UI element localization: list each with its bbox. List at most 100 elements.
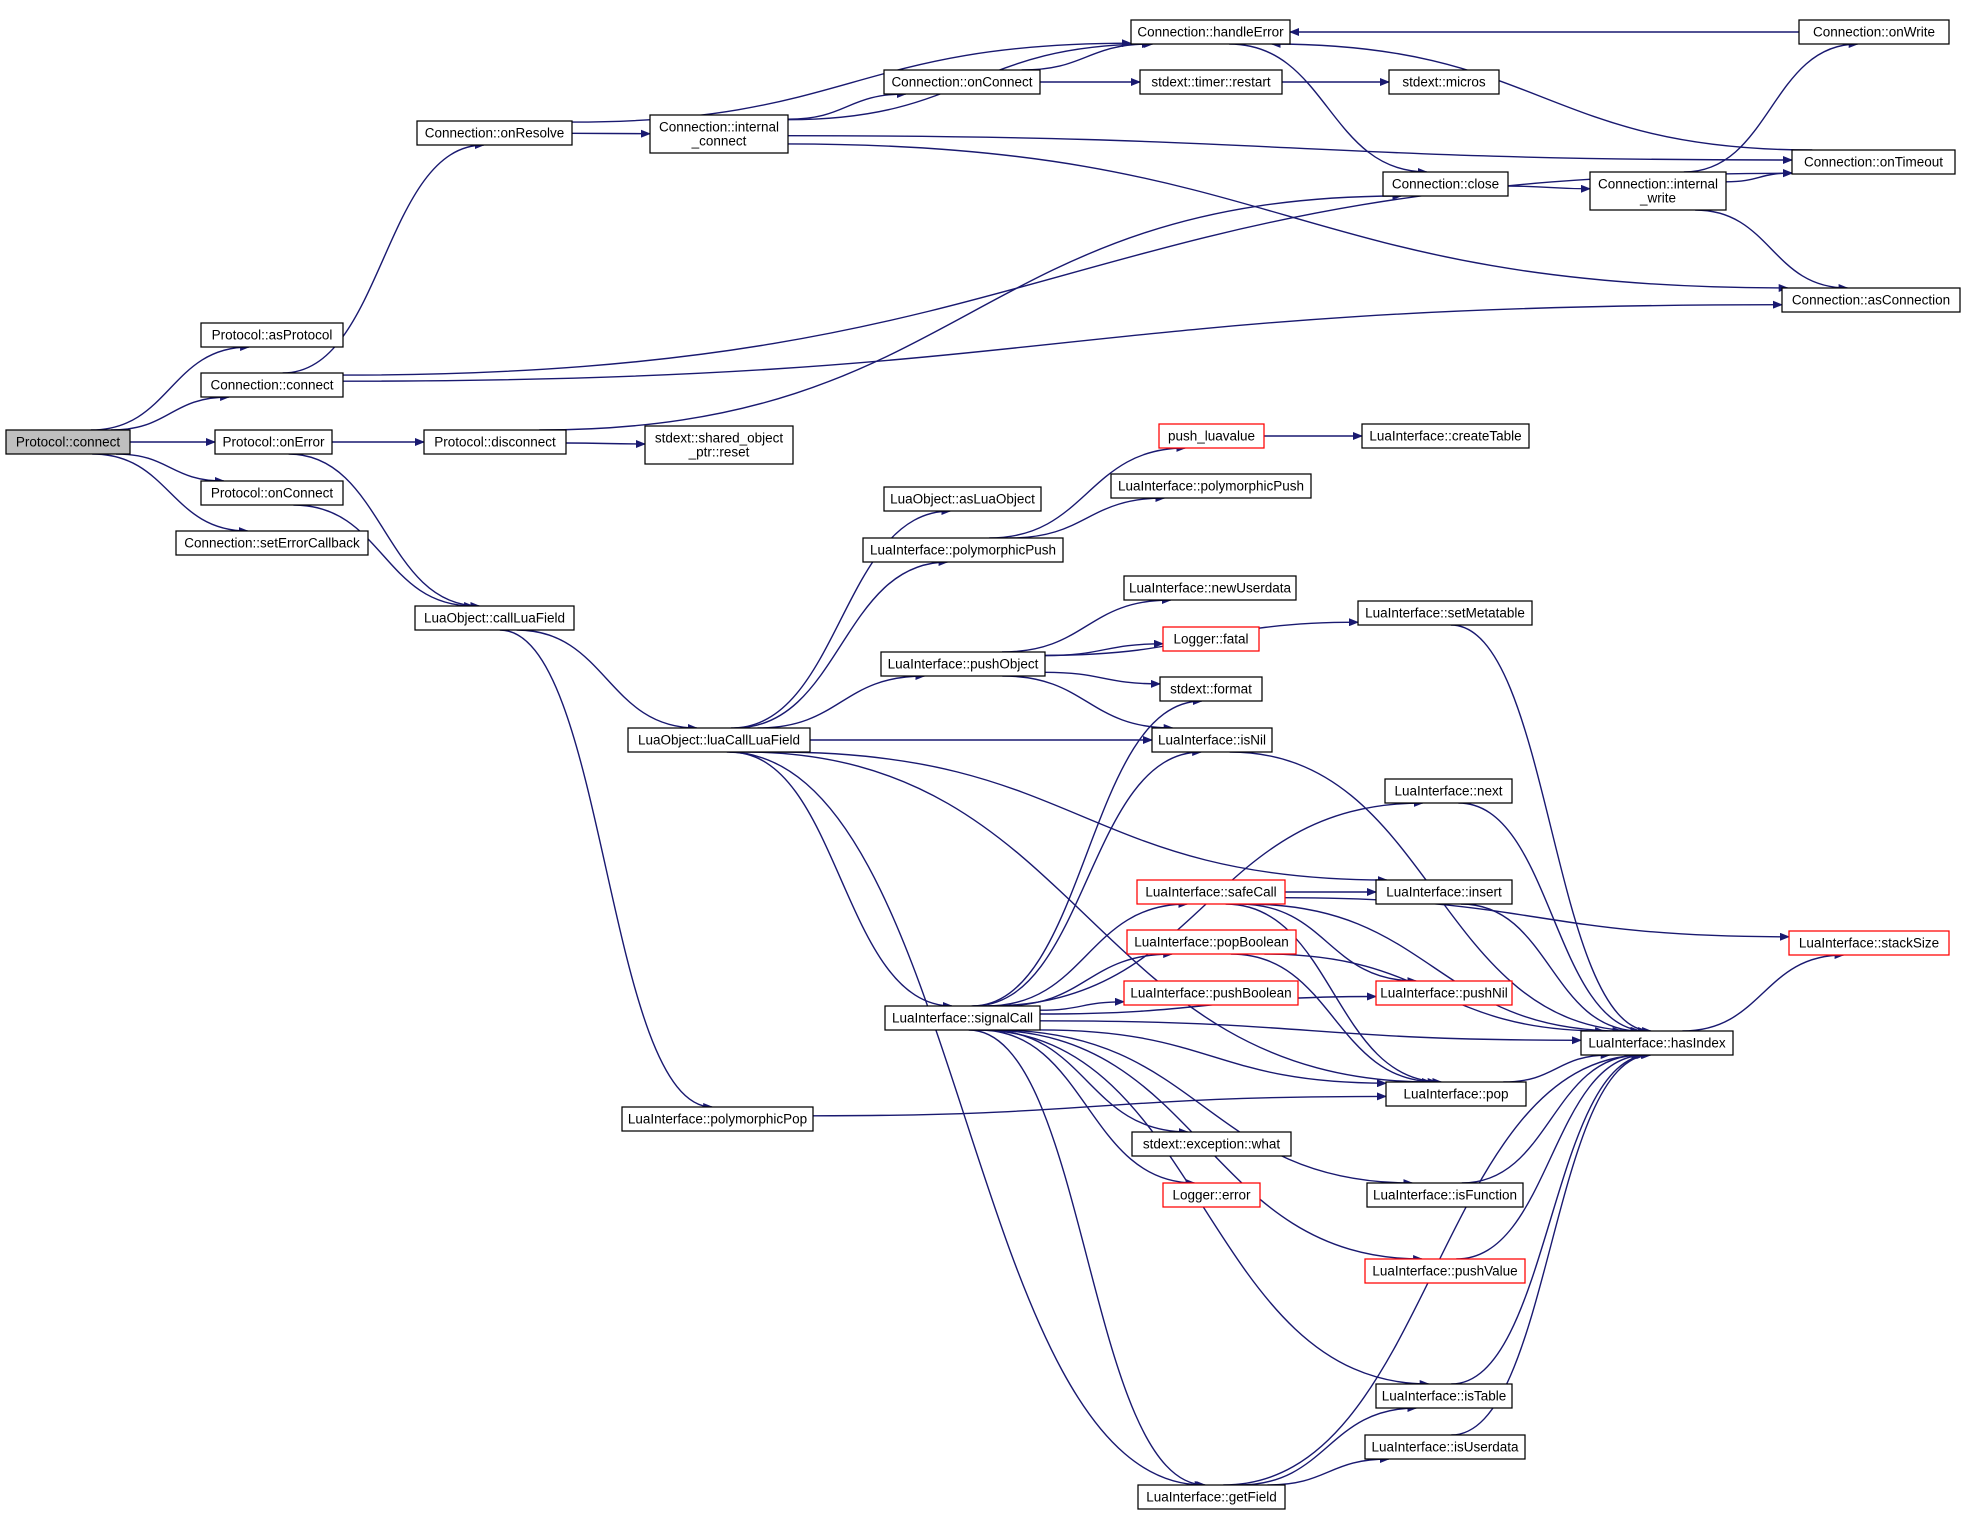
node-logger_fatal[interactable]: Logger::fatal (1162, 626, 1260, 652)
node-label: LuaObject::asLuaObject (890, 492, 1035, 507)
node-luainterface_istable[interactable]: LuaInterface::isTable (1375, 1383, 1513, 1409)
node-luainterface_polymorphicpop[interactable]: LuaInterface::polymorphicPop (621, 1106, 814, 1132)
edge-luainterface_hasindex-to-luainterface_stacksize (1682, 951, 1845, 1032)
node-connection_connect[interactable]: Connection::connect (200, 372, 344, 398)
node-box (200, 322, 344, 348)
node-luaobject_callluafield[interactable]: LuaObject::callLuaField (414, 605, 575, 631)
node-luainterface_signalcall[interactable]: LuaInterface::signalCall (884, 1005, 1041, 1031)
node-box (1137, 1484, 1286, 1510)
node-label: LuaObject::luaCallLuaField (638, 733, 800, 748)
edge-luaobject_luacallluafield-to-luainterface_pushobject (757, 672, 926, 729)
node-box (1788, 930, 1950, 956)
edge-luainterface_istable-to-luainterface_hasindex (1451, 1051, 1651, 1385)
node-box (1357, 600, 1533, 626)
node-luainterface_next[interactable]: LuaInterface::next (1384, 778, 1513, 804)
edge-protocol_connect-to-connection_seterrorcallback (92, 453, 249, 535)
node-connection_onwrite[interactable]: Connection::onWrite (1798, 19, 1950, 45)
node-box (200, 480, 344, 506)
node-luainterface_isfunction[interactable]: LuaInterface::isFunction (1366, 1182, 1524, 1208)
node-label: _connect (691, 134, 747, 149)
node-connection_seterrorcallback[interactable]: Connection::setErrorCallback (175, 530, 369, 556)
node-luainterface_getfield[interactable]: LuaInterface::getField (1137, 1484, 1286, 1510)
node-connection_asconnection[interactable]: Connection::asConnection (1781, 287, 1961, 313)
node-label: LuaInterface::stackSize (1799, 936, 1939, 951)
node-connection_onresolve[interactable]: Connection::onResolve (416, 120, 573, 146)
edge-connection_internal_connect-to-connection_ontimeout (787, 135, 1793, 164)
edge-luainterface_signalcall-to-luainterface_isfunction (995, 1029, 1414, 1187)
node-connection_close[interactable]: Connection::close (1382, 171, 1509, 197)
edge-luainterface_pop-to-luainterface_hasindex (1503, 1051, 1611, 1083)
node-luainterface_createtable[interactable]: LuaInterface::createTable (1361, 423, 1530, 449)
edge-luaobject_callluafield-to-luaobject_luacallluafield (516, 629, 698, 732)
node-luainterface_polymorphicpush_a[interactable]: LuaInterface::polymorphicPush (862, 537, 1064, 563)
node-stdext_micros[interactable]: stdext::micros (1388, 69, 1500, 95)
node-luainterface_pushvalue[interactable]: LuaInterface::pushValue (1364, 1258, 1526, 1284)
node-box (627, 727, 811, 753)
node-connection_onconnect[interactable]: Connection::onConnect (883, 69, 1041, 95)
node-luainterface_pop[interactable]: LuaInterface::pop (1385, 1081, 1527, 1107)
node-luainterface_newuserdata[interactable]: LuaInterface::newUserdata (1123, 575, 1297, 601)
node-luainterface_stacksize[interactable]: LuaInterface::stackSize (1788, 930, 1950, 956)
node-stdext_timer_restart[interactable]: stdext::timer::restart (1139, 69, 1283, 95)
node-protocol_onerror[interactable]: Protocol::onError (214, 429, 333, 455)
node-box (414, 605, 575, 631)
node-protocol_disconnect[interactable]: Protocol::disconnect (423, 429, 567, 455)
node-box (1580, 1030, 1734, 1056)
node-luainterface_pushboolean[interactable]: LuaInterface::pushBoolean (1123, 980, 1299, 1006)
edge-luaobject_luacallluafield-to-luainterface_signalcall (729, 751, 953, 1010)
node-label: LuaInterface::isTable (1382, 1389, 1507, 1404)
node-box (883, 69, 1041, 95)
node-box (1158, 423, 1265, 449)
edge-luainterface_pushobject-to-luainterface_isnil (1002, 675, 1174, 732)
node-box (1384, 778, 1513, 804)
node-stdext_exception_what[interactable]: stdext::exception::what (1131, 1131, 1292, 1157)
edge-luainterface_setmetatable-to-luainterface_hasindex (1450, 624, 1653, 1035)
node-luainterface_pushnil[interactable]: LuaInterface::pushNil (1375, 980, 1513, 1006)
edge-luainterface_safecall-to-luainterface_stacksize (1284, 897, 1790, 941)
node-label: _write (1639, 191, 1676, 206)
node-luainterface_polymorphicpush_b[interactable]: LuaInterface::polymorphicPush (1110, 473, 1312, 499)
node-box (1162, 626, 1260, 652)
node-label: Protocol::connect (16, 435, 121, 450)
edge-protocol_connect-to-connection_connect (110, 393, 231, 431)
edge-connection_connect-to-connection_asconnection (342, 300, 1783, 382)
node-stdext_shared_object_ptr_reset[interactable]: stdext::shared_object_ptr::reset (644, 425, 794, 465)
node-luaobject_luacallluafield[interactable]: LuaObject::luaCallLuaField (627, 727, 811, 753)
node-box (1589, 171, 1727, 211)
node-label: Protocol::onError (222, 435, 325, 450)
node-label: LuaInterface::isFunction (1373, 1188, 1517, 1203)
node-push_luavalue[interactable]: push_luavalue (1158, 423, 1265, 449)
node-connection_internal_connect[interactable]: Connection::internal_connect (649, 114, 789, 154)
edge-luainterface_signalcall-to-luainterface_isnil (973, 748, 1203, 1007)
node-luainterface_popboolean[interactable]: LuaInterface::popBoolean (1126, 929, 1297, 955)
node-luainterface_hasindex[interactable]: LuaInterface::hasIndex (1580, 1030, 1734, 1056)
node-connection_handleerror[interactable]: Connection::handleError (1130, 19, 1291, 45)
edge-luainterface_safecall-to-luainterface_pushnil (1238, 903, 1418, 985)
node-logger_error[interactable]: Logger::error (1162, 1182, 1261, 1208)
node-protocol_connect[interactable]: Protocol::connect (5, 429, 131, 455)
node-luainterface_setmetatable[interactable]: LuaInterface::setMetatable (1357, 600, 1533, 626)
node-connection_internal_write[interactable]: Connection::internal_write (1589, 171, 1727, 211)
edge-luainterface_next-to-luainterface_hasindex (1458, 802, 1649, 1035)
node-box (1136, 879, 1286, 905)
node-label: Logger::fatal (1173, 632, 1248, 647)
edge-luainterface_safecall-to-luainterface_pop (1225, 903, 1443, 1086)
node-luainterface_isuserdata[interactable]: LuaInterface::isUserdata (1364, 1434, 1526, 1460)
node-protocol_asprotocol[interactable]: Protocol::asProtocol (200, 322, 344, 348)
node-connection_ontimeout[interactable]: Connection::onTimeout (1791, 149, 1956, 175)
edge-connection_onconnect-to-connection_handleerror (1021, 40, 1152, 71)
node-luainterface_isnil[interactable]: LuaInterface::isNil (1151, 727, 1273, 753)
node-stdext_format[interactable]: stdext::format (1159, 676, 1263, 702)
edge-luainterface_signalcall-to-stdext_format (971, 697, 1203, 1007)
edge-luainterface_signalcall-to-stdext_exception_what (986, 1029, 1189, 1136)
node-luaobject_aslua_object[interactable]: LuaObject::asLuaObject (883, 486, 1042, 512)
node-luainterface_pushobject[interactable]: LuaInterface::pushObject (880, 651, 1046, 677)
node-protocol_onconnect[interactable]: Protocol::onConnect (200, 480, 344, 506)
node-box (884, 1005, 1041, 1031)
node-box (1123, 575, 1297, 601)
edge-luainterface_safecall-to-luainterface_hasindex (1246, 903, 1623, 1035)
node-label: LuaInterface::safeCall (1145, 885, 1276, 900)
node-luainterface_safecall[interactable]: LuaInterface::safeCall (1136, 879, 1286, 905)
node-luainterface_insert[interactable]: LuaInterface::insert (1375, 879, 1513, 905)
